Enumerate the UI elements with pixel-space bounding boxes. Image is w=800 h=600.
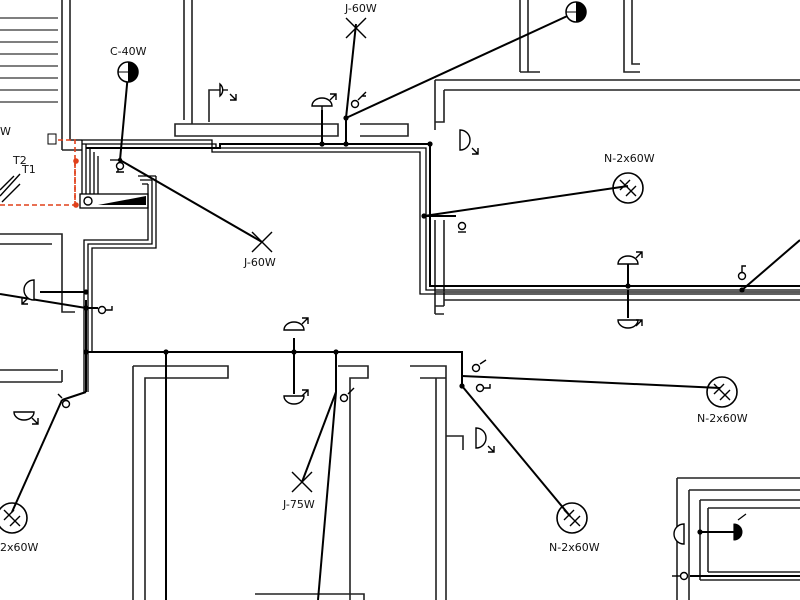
ceiling-light-icon (733, 513, 747, 541)
feeder-junction-dot (73, 158, 79, 164)
label-n2x60w-left: 2x60W (0, 541, 39, 554)
wiring-bundle (81, 139, 800, 392)
switch-icon (115, 161, 125, 173)
label-j75w: J-75W (282, 498, 315, 511)
socket-icon (13, 411, 39, 425)
feeder-lines (0, 133, 79, 208)
socket-icon (311, 93, 337, 110)
pendant-light-icon (345, 17, 367, 39)
label-n2x60w-right: N-2x60W (697, 412, 748, 425)
socket-icon (21, 279, 35, 305)
socket-icon (283, 389, 309, 405)
switch-icon (457, 221, 467, 233)
pendant-light-icon (291, 471, 313, 493)
socket-icon (283, 317, 309, 331)
staircase (0, 17, 58, 103)
fluorescent-light-icon (556, 502, 588, 534)
label-c40w: C-40W (110, 45, 147, 58)
labels: C-40W J-60W J-60W J-75W N-2x60W N-2x60W … (0, 2, 748, 554)
pendant-light-icon (251, 231, 273, 253)
switch-icon (97, 305, 113, 315)
switch-icon (471, 359, 487, 373)
switch-icon (475, 383, 491, 393)
socket-icon (459, 129, 479, 155)
distribution-panel (79, 193, 149, 209)
fluorescent-light-icon (706, 376, 738, 408)
label-j60w-top: J-60W (344, 2, 377, 15)
arrow-icon (0, 173, 21, 203)
fluorescent-light-icon (0, 502, 28, 534)
label-n2x60w-top: N-2x60W (604, 152, 655, 165)
junction-dots (83, 115, 745, 535)
label-t1: T1 (21, 163, 36, 176)
switch-icon (339, 387, 355, 403)
label-n2x60w-bottom: N-2x60W (549, 541, 600, 554)
socket-icon (617, 251, 643, 265)
fluorescent-light-icon (612, 172, 644, 204)
switch-icon (57, 393, 71, 409)
ceiling-light-icon (565, 1, 587, 23)
switch-icon (737, 265, 747, 281)
socket-icon (673, 523, 685, 545)
label-w-edge: W (0, 125, 11, 138)
socket-icon (219, 82, 237, 101)
switch-icon (350, 91, 367, 109)
ceiling-light-icon (117, 61, 139, 83)
label-j60w-mid: J-60W (243, 256, 276, 269)
meter-box (47, 133, 57, 145)
socket-icon (475, 427, 495, 453)
feeder-junction-dot (73, 202, 79, 208)
socket-icon (617, 319, 643, 329)
label-t2: T2 (12, 154, 27, 167)
branch-wires (0, 11, 800, 600)
switch-icon (672, 571, 689, 581)
